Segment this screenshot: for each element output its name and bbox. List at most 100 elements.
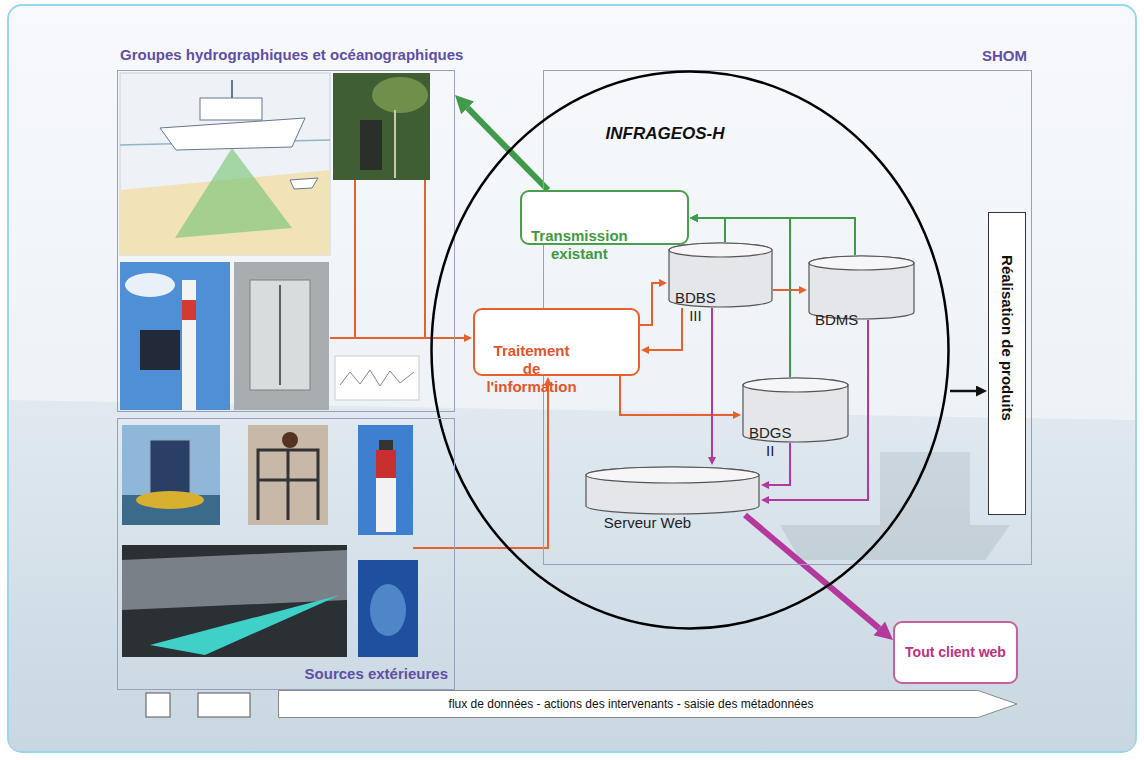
connector-arrow [773, 289, 799, 291]
process-box: Traitement de l'information [473, 308, 640, 376]
arrow-band [279, 691, 1018, 718]
lighthouse-photo [358, 425, 413, 535]
wreck [370, 584, 406, 636]
connector-arrow [455, 337, 464, 339]
cylinder-top [743, 378, 848, 392]
empty-box [198, 693, 250, 717]
connector-arrow [745, 515, 879, 628]
flow-label: flux de données - actions des intervenan… [449, 697, 814, 711]
circle-line [432, 72, 949, 629]
survey-beam [175, 148, 292, 238]
small-boat [290, 178, 318, 189]
connector-arrow [640, 283, 659, 325]
mast-band [182, 300, 196, 320]
server-label: Serveur Web [604, 514, 741, 532]
database-cylinder: BDMS [808, 255, 915, 320]
data-wire [413, 547, 455, 549]
cylinder-top [669, 243, 772, 257]
sensor [140, 330, 180, 370]
buoy-photo [122, 425, 220, 525]
chart-frame [335, 356, 419, 400]
surveyor [360, 120, 382, 170]
lighthouse-tower [376, 450, 396, 532]
database-label: BDBS III [674, 289, 767, 325]
photo-frame [358, 425, 413, 535]
tripod [394, 110, 396, 178]
photo-frame [120, 262, 230, 410]
mast-photo [120, 262, 230, 410]
lighthouse-band [376, 450, 396, 478]
cylinder-top [586, 467, 759, 483]
cylinder-outline [585, 466, 760, 515]
client-box: Tout client web [893, 621, 1018, 684]
ship-watermark [780, 452, 1010, 560]
survey-ship-illustration [120, 73, 330, 255]
photo-frame [333, 73, 430, 180]
buoy-float [136, 491, 204, 509]
cylinder-body [809, 256, 914, 319]
connector-arrow [649, 308, 682, 350]
connector-arrow [620, 376, 733, 415]
client-label: Tout client web [905, 644, 1006, 661]
flow-arrow-band: flux de données - actions des intervenan… [278, 690, 1018, 718]
output-box: Réalisation de produits [988, 212, 1026, 515]
photo-frame [248, 425, 328, 525]
database-label: BDGS II [748, 424, 843, 460]
foliage [372, 77, 428, 113]
platform-photo [248, 425, 328, 525]
worker [282, 432, 298, 448]
field-survey-photo [333, 73, 430, 180]
ship-hull [160, 118, 305, 150]
seafloor-photo [122, 545, 347, 657]
photo-frame [122, 425, 220, 525]
connector-arrow [468, 108, 548, 190]
output-label: Réalisation de produits [998, 255, 1016, 425]
cylinder-body [586, 467, 759, 514]
system-circle: INFRAGEOS-HTransmission existantBDBS III… [430, 70, 950, 630]
region-heading: Groupes hydrographiques et océanographiq… [120, 46, 456, 64]
region-box: Sources extérieures [117, 418, 455, 690]
gauge-rod [279, 285, 281, 385]
photo-frame [122, 545, 347, 657]
region-heading: SHOM [544, 47, 1031, 65]
ship-bridge [200, 98, 262, 120]
connector-arrow [698, 218, 725, 242]
tide-chart-thumbnail [335, 356, 419, 400]
underwater-photo [358, 560, 418, 657]
sonar-swath [150, 595, 340, 655]
database-cylinder: BDBS III [668, 242, 773, 308]
empty-box [146, 693, 170, 717]
photo-frame [120, 73, 330, 255]
connector-arrow [455, 385, 548, 548]
connector-arrow [950, 390, 976, 393]
page-frame [8, 5, 1136, 752]
sea-ground [9, 400, 1135, 751]
database-label: BDMS [815, 311, 908, 329]
system-title: INFRAGEOS-H [430, 124, 950, 144]
mast [182, 280, 196, 410]
gauge-housing [250, 280, 310, 390]
photo-frame [358, 560, 418, 657]
platform-frame [258, 450, 318, 520]
region-box: Groupes hydrographiques et océanographiq… [117, 70, 455, 412]
cylinder-outline [808, 255, 915, 320]
solar-panel [150, 440, 190, 495]
process-box: Transmission existant [520, 190, 689, 245]
tide-curve [340, 370, 414, 386]
cloud [125, 273, 175, 297]
data-wire [330, 180, 455, 338]
process-label: Transmission existant [530, 227, 679, 263]
photo-frame [234, 262, 329, 410]
cylinder-top [809, 256, 914, 270]
connector-arrow [711, 308, 713, 457]
region-heading: Sources extérieures [305, 665, 454, 689]
ship-hull [780, 525, 1010, 560]
process-label: Traitement de l'information [483, 342, 630, 396]
server-cylinder: Serveur Web [585, 466, 760, 515]
tide-gauge-photo [234, 262, 329, 410]
database-cylinder: BDGS II [742, 377, 849, 443]
seabed-relief [122, 550, 347, 610]
lighthouse-lantern [379, 440, 393, 450]
ship-mast [231, 80, 233, 98]
